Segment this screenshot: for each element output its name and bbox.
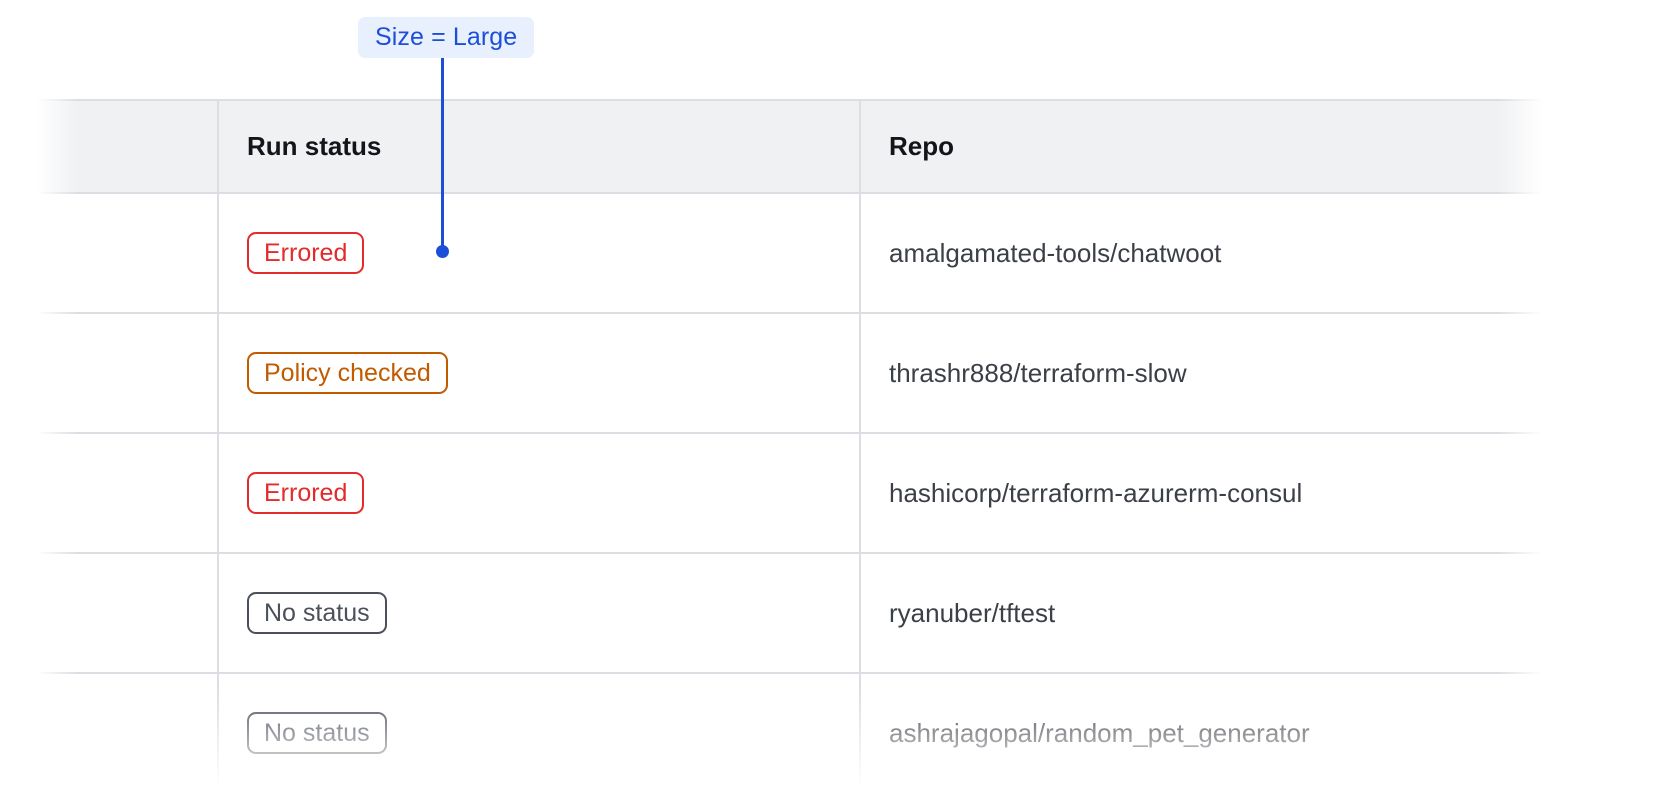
table-header-row: Run status Repo <box>36 99 1672 194</box>
column-header-tail <box>1602 99 1672 194</box>
table-row[interactable]: Errored hashicorp/terraform-azurerm-cons… <box>36 433 1672 554</box>
repo-cell[interactable]: hashicorp/terraform-azurerm-consul <box>860 433 1603 554</box>
run-status-cell: Errored <box>218 193 861 314</box>
repo-cell[interactable]: ashrajagopal/random_pet_generator <box>860 673 1603 788</box>
row-tail-cell <box>1602 673 1672 788</box>
run-status-cell: Policy checked <box>218 313 861 434</box>
run-status-cell: No status <box>218 673 861 788</box>
status-badge[interactable]: Errored <box>247 472 365 514</box>
run-status-cell: No status <box>218 553 861 674</box>
runs-table: Run status Repo Errored amalgamated-tool… <box>36 99 1672 788</box>
row-tail-cell <box>1602 553 1672 674</box>
row-tail-cell <box>1602 313 1672 434</box>
status-badge[interactable]: Errored <box>247 232 365 274</box>
row-spacer-cell <box>36 553 219 674</box>
row-tail-cell <box>1602 433 1672 554</box>
column-header-repo[interactable]: Repo <box>860 99 1603 194</box>
repo-cell[interactable]: amalgamated-tools/chatwoot <box>860 193 1603 314</box>
row-tail-cell <box>1602 193 1672 314</box>
repo-cell[interactable]: ryanuber/tftest <box>860 553 1603 674</box>
table-row[interactable]: No status ryanuber/tftest <box>36 553 1672 674</box>
table-row[interactable]: No status ashrajagopal/random_pet_genera… <box>36 673 1672 788</box>
table-row[interactable]: Errored amalgamated-tools/chatwoot <box>36 193 1672 314</box>
status-badge[interactable]: Policy checked <box>247 352 448 394</box>
column-header-spacer <box>36 99 219 194</box>
callout-anchor-dot <box>436 245 449 258</box>
status-badge[interactable]: No status <box>247 592 387 634</box>
row-spacer-cell <box>36 433 219 554</box>
repo-cell[interactable]: thrashr888/terraform-slow <box>860 313 1603 434</box>
table-body: Errored amalgamated-tools/chatwoot Polic… <box>36 193 1672 788</box>
row-spacer-cell <box>36 673 219 788</box>
table-row[interactable]: Policy checked thrashr888/terraform-slow <box>36 313 1672 434</box>
callout-label: Size = Large <box>358 17 535 58</box>
run-status-cell: Errored <box>218 433 861 554</box>
row-spacer-cell <box>36 313 219 434</box>
column-header-run-status[interactable]: Run status <box>218 99 861 194</box>
callout-connector-line <box>441 58 444 250</box>
status-badge[interactable]: No status <box>247 712 387 754</box>
row-spacer-cell <box>36 193 219 314</box>
